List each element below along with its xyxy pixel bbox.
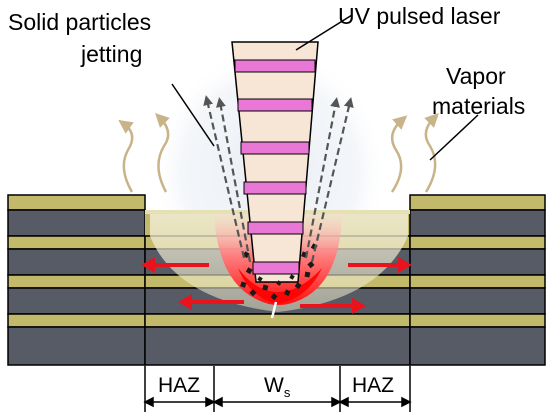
layer-gold (7, 194, 146, 211)
dashed-arrow-icon (203, 95, 246, 259)
curved-arrow-icon (155, 113, 170, 193)
layer-dark (409, 287, 546, 315)
layer-dark (144, 326, 411, 366)
ws-subscript: s (284, 385, 291, 400)
particle-jet-arrows (203, 95, 354, 263)
laser-beam-icon (231, 41, 319, 283)
vapor-arrows (118, 113, 439, 193)
heat-flow-arrows (141, 257, 412, 314)
dashed-arrow-icon (304, 97, 340, 259)
dimension-lines (143, 366, 412, 412)
curved-arrow-icon (390, 115, 408, 193)
layer-dark (409, 248, 546, 276)
layer-dark (409, 326, 546, 366)
red-arrow-icon (178, 294, 244, 310)
dashed-arrow-icon (216, 97, 252, 263)
haz-right-label: HAZ (352, 374, 394, 397)
vapor-label-line1: Vapor (446, 63, 506, 89)
layer-dark (7, 209, 146, 237)
layer-gold (409, 274, 546, 289)
curved-arrow-icon (424, 113, 439, 193)
layer-gold (7, 235, 146, 250)
layer-dark (409, 209, 546, 237)
ws-main: W (264, 374, 284, 397)
layer-gold (409, 313, 546, 328)
layer-dark (7, 248, 146, 276)
vapor-label-line2: materials (432, 93, 525, 119)
layer-dark (7, 326, 146, 366)
layer-gold (409, 235, 546, 250)
layer-gold (7, 274, 146, 289)
red-arrow-icon (141, 257, 209, 273)
ws-label: Ws (264, 374, 291, 400)
melt-pool-bottom (238, 268, 322, 304)
haz-left-label: HAZ (158, 374, 200, 397)
dashed-arrow-icon (310, 97, 354, 263)
red-arrow-icon (300, 298, 366, 314)
red-arrow-icon (348, 257, 412, 273)
layer-gold (409, 194, 546, 211)
crack-line (270, 301, 278, 319)
layer-gold (7, 313, 146, 328)
uv-laser-label: UV pulsed laser (338, 3, 501, 29)
curved-arrow-icon (118, 119, 134, 193)
label-leaders (171, 14, 479, 161)
solid-particles-label-line1: Solid particles (8, 9, 151, 35)
layer-dark (7, 287, 146, 315)
layer-gold (144, 313, 411, 328)
solid-particles-label-line2: jetting (80, 41, 142, 67)
